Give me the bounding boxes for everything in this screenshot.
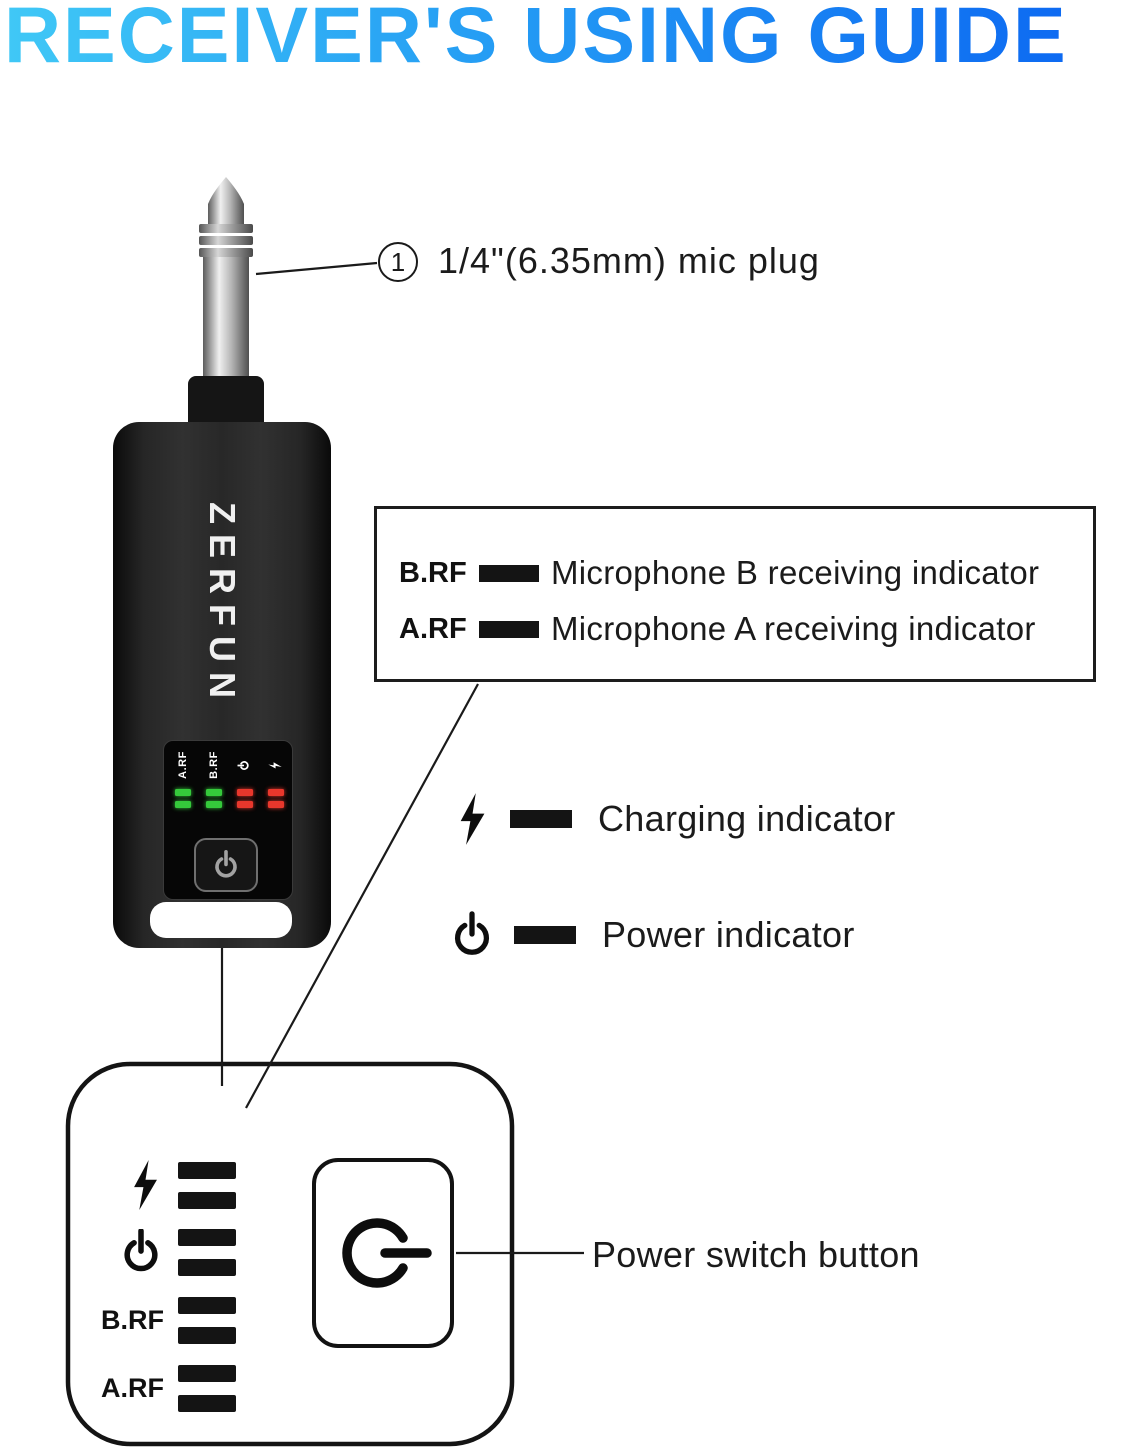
panel-column-power bbox=[232, 745, 258, 841]
zoom-row-arf: A.RF bbox=[86, 1361, 236, 1415]
zoom-bars bbox=[178, 1161, 236, 1209]
rf-row-bar bbox=[479, 620, 539, 638]
zoom-bars bbox=[178, 1364, 236, 1412]
rf-row-b: B.RF Microphone B receiving indicator bbox=[399, 554, 1040, 591]
panel-label-arf: A.RF bbox=[177, 751, 190, 779]
panel-label-brf: B.RF bbox=[208, 751, 221, 779]
callout-number-text: 1 bbox=[390, 246, 406, 277]
mic-plug-tip-icon bbox=[208, 177, 244, 226]
panel-column-arf: A.RF bbox=[170, 745, 196, 841]
charging-icon bbox=[86, 1159, 164, 1211]
indicator-bar bbox=[514, 926, 576, 944]
zoom-row-brf: B.RF bbox=[86, 1293, 236, 1347]
brand-label: ZERFUN bbox=[202, 502, 243, 708]
mic-plug-label: 1/4"(6.35mm) mic plug bbox=[438, 240, 820, 281]
rf-row-text: Microphone B receiving indicator bbox=[551, 554, 1040, 591]
power-icon bbox=[86, 1229, 164, 1275]
power-switch-icon bbox=[342, 1218, 432, 1288]
power-switch-label: Power switch button bbox=[592, 1234, 920, 1275]
plug-callout-line bbox=[255, 261, 378, 276]
led-green bbox=[175, 801, 191, 808]
led-red bbox=[268, 801, 284, 808]
zoom-row-charging bbox=[86, 1158, 236, 1212]
led-green bbox=[206, 801, 222, 808]
power-indicator-row: Power indicator bbox=[448, 908, 855, 962]
panel-column-charging bbox=[263, 745, 289, 841]
belt-clip-slot bbox=[150, 902, 292, 938]
page-title: RECEIVER'S USING GUIDE bbox=[4, 0, 1068, 79]
power-icon bbox=[454, 911, 490, 955]
rf-row-a: A.RF Microphone A receiving indicator bbox=[399, 610, 1036, 647]
charging-icon bbox=[460, 793, 485, 845]
mic-plug-ridges bbox=[199, 224, 253, 260]
zoom-bars bbox=[178, 1296, 236, 1344]
led-red bbox=[268, 789, 284, 796]
rf-legend-box: B.RF Microphone B receiving indicator A.… bbox=[374, 506, 1096, 682]
charging-indicator-label: Charging indicator bbox=[598, 798, 896, 839]
callout-number-1: 1 bbox=[378, 242, 418, 282]
zoom-label-arf: A.RF bbox=[101, 1372, 164, 1403]
power-indicator-label: Power indicator bbox=[602, 914, 855, 955]
power-switch-button bbox=[312, 1158, 454, 1348]
rf-row-label: A.RF bbox=[399, 612, 467, 645]
panel-column-brf: B.RF bbox=[201, 745, 227, 841]
zoom-bars bbox=[178, 1228, 236, 1276]
indicator-bar bbox=[510, 810, 572, 828]
rf-row-label: B.RF bbox=[399, 556, 467, 589]
led-red bbox=[237, 801, 253, 808]
mic-plug-neck bbox=[188, 376, 264, 428]
brand-label-wrap: ZERFUN bbox=[113, 498, 331, 712]
charging-indicator-row: Charging indicator bbox=[452, 792, 896, 846]
mic-plug-shaft bbox=[203, 257, 249, 380]
charging-icon bbox=[267, 761, 285, 770]
rf-row-bar bbox=[479, 564, 539, 582]
zoom-label-brf: B.RF bbox=[101, 1304, 164, 1335]
rf-row-text: Microphone A receiving indicator bbox=[551, 610, 1036, 647]
device-power-button bbox=[194, 838, 258, 892]
power-icon bbox=[215, 850, 237, 878]
led-red bbox=[237, 789, 253, 796]
power-icon bbox=[237, 759, 253, 771]
led-green bbox=[175, 789, 191, 796]
led-green bbox=[206, 789, 222, 796]
zoom-row-power bbox=[86, 1225, 236, 1279]
